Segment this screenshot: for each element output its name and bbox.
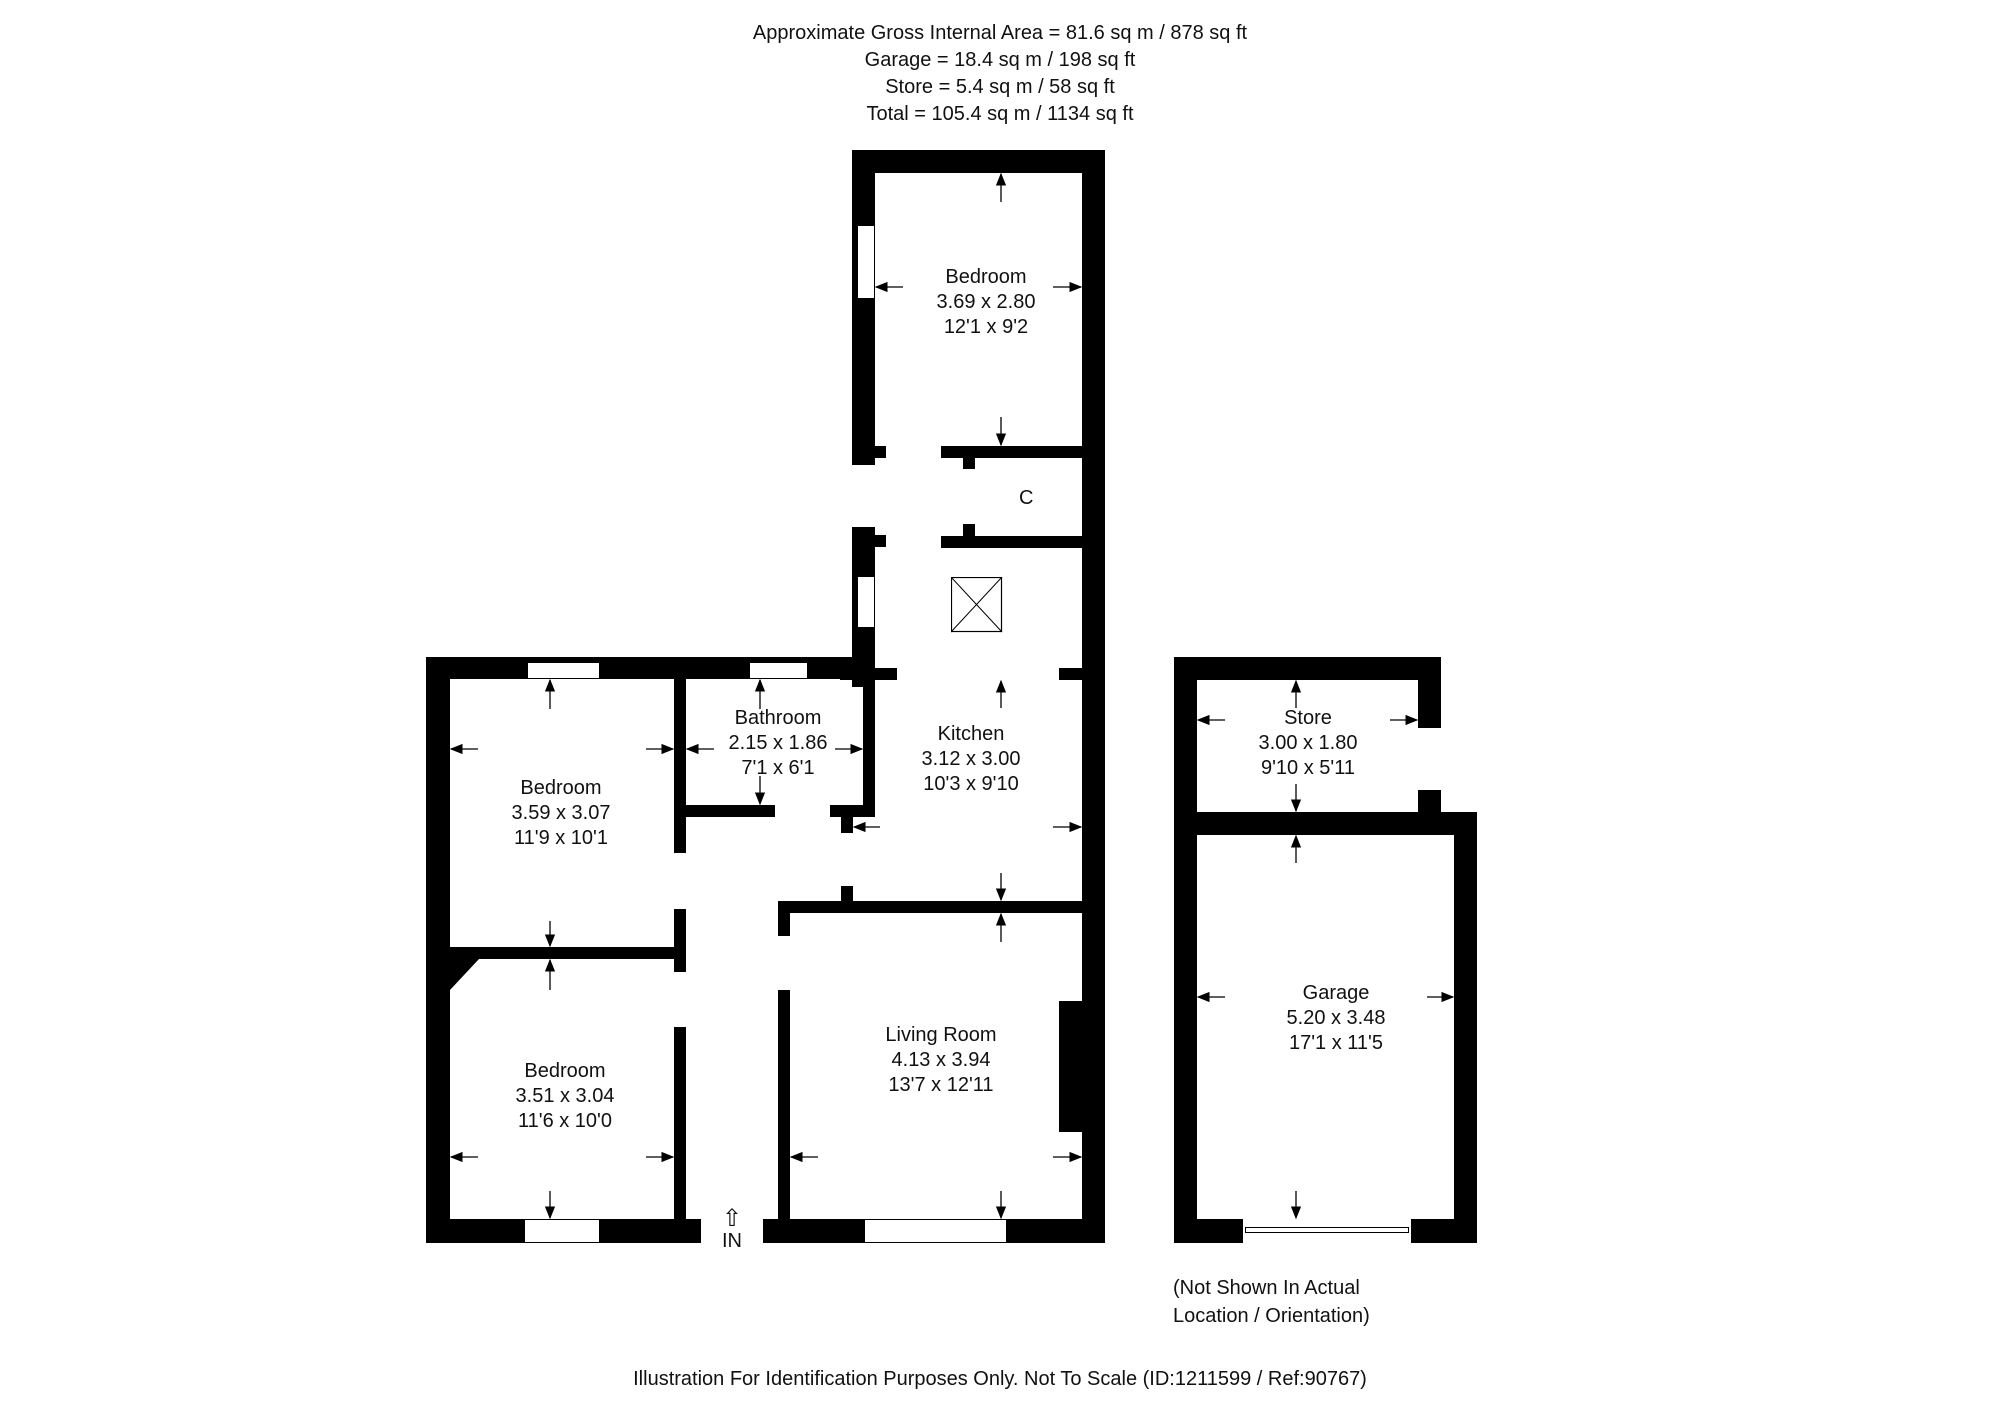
wall: [1174, 812, 1477, 835]
wall: [941, 446, 1082, 458]
window: [749, 662, 808, 679]
wall: [1411, 1219, 1477, 1243]
wall: [963, 458, 975, 469]
wall: [1174, 1219, 1243, 1243]
room-bedroom-1: Bedroom 3.69 x 2.80 12'1 x 9'2: [936, 266, 1036, 338]
wall: [1174, 657, 1441, 680]
wall: [686, 805, 775, 817]
fireplace-chimney-breast: [1059, 1001, 1082, 1132]
window: [857, 576, 875, 628]
area-summary: Approximate Gross Internal Area = 81.6 s…: [0, 20, 2000, 128]
wall: [875, 668, 897, 680]
entrance-arrow-icon: ⇧: [721, 1205, 743, 1232]
wall: [1082, 150, 1105, 1243]
cupboard-label: C: [1019, 487, 1034, 509]
room-garage: Garage 5.20 x 3.48 17'1 x 11'5: [1286, 982, 1386, 1054]
room-living-room: Living Room 4.13 x 3.94 13'7 x 12'11: [885, 1024, 997, 1096]
wall: [674, 679, 686, 853]
wall: [841, 817, 853, 833]
wall: [450, 947, 686, 959]
garage-area: Garage = 18.4 sq m / 198 sq ft: [864, 49, 1136, 71]
wall: [841, 886, 853, 901]
room-kitchen: Kitchen 3.12 x 3.00 10'3 x 9'10: [921, 723, 1021, 795]
room-bathroom: Bathroom 2.15 x 1.86 7'1 x 6'1: [728, 707, 828, 779]
room-bedroom-2: Bedroom 3.59 x 3.07 11'9 x 10'1: [511, 777, 611, 849]
wall: [674, 909, 686, 972]
window: [524, 1219, 600, 1243]
room-bedroom-3: Bedroom 3.51 x 3.04 11'6 x 10'0: [515, 1060, 615, 1132]
entrance-label: IN: [722, 1230, 742, 1252]
wall: [875, 535, 886, 547]
wall: [778, 901, 1082, 913]
store-area: Store = 5.4 sq m / 58 sq ft: [885, 76, 1115, 98]
disclaimer-footer: Illustration For Identification Purposes…: [633, 1368, 1367, 1390]
wall: [830, 805, 875, 817]
window: [864, 1219, 1007, 1243]
wall: [941, 536, 1082, 548]
wall: [1059, 668, 1082, 680]
entrance-marker: ⇧ IN: [715, 1205, 749, 1253]
skylight-icon: [951, 577, 1003, 633]
wall: [1174, 657, 1197, 1243]
room-store: Store 3.00 x 1.80 9'10 x 5'11: [1258, 707, 1358, 779]
chamfer-corner: [450, 959, 479, 990]
window: [527, 662, 600, 679]
total-area: Total = 105.4 sq m / 1134 sq ft: [866, 103, 1134, 125]
wall: [778, 990, 790, 1219]
window: [857, 225, 875, 299]
garage-door: [1245, 1227, 1409, 1233]
wall: [674, 1027, 686, 1219]
wall: [963, 524, 975, 536]
outbuilding-note: (Not Shown In Actual Location / Orientat…: [1173, 1277, 1370, 1327]
wall: [778, 901, 790, 936]
wall: [863, 679, 875, 817]
wall: [1454, 812, 1477, 1243]
wall: [426, 657, 450, 1243]
wall: [852, 150, 1105, 173]
wall: [1418, 790, 1441, 812]
wall: [875, 446, 886, 458]
wall: [1418, 657, 1441, 728]
gross-internal-area: Approximate Gross Internal Area = 81.6 s…: [752, 22, 1248, 44]
